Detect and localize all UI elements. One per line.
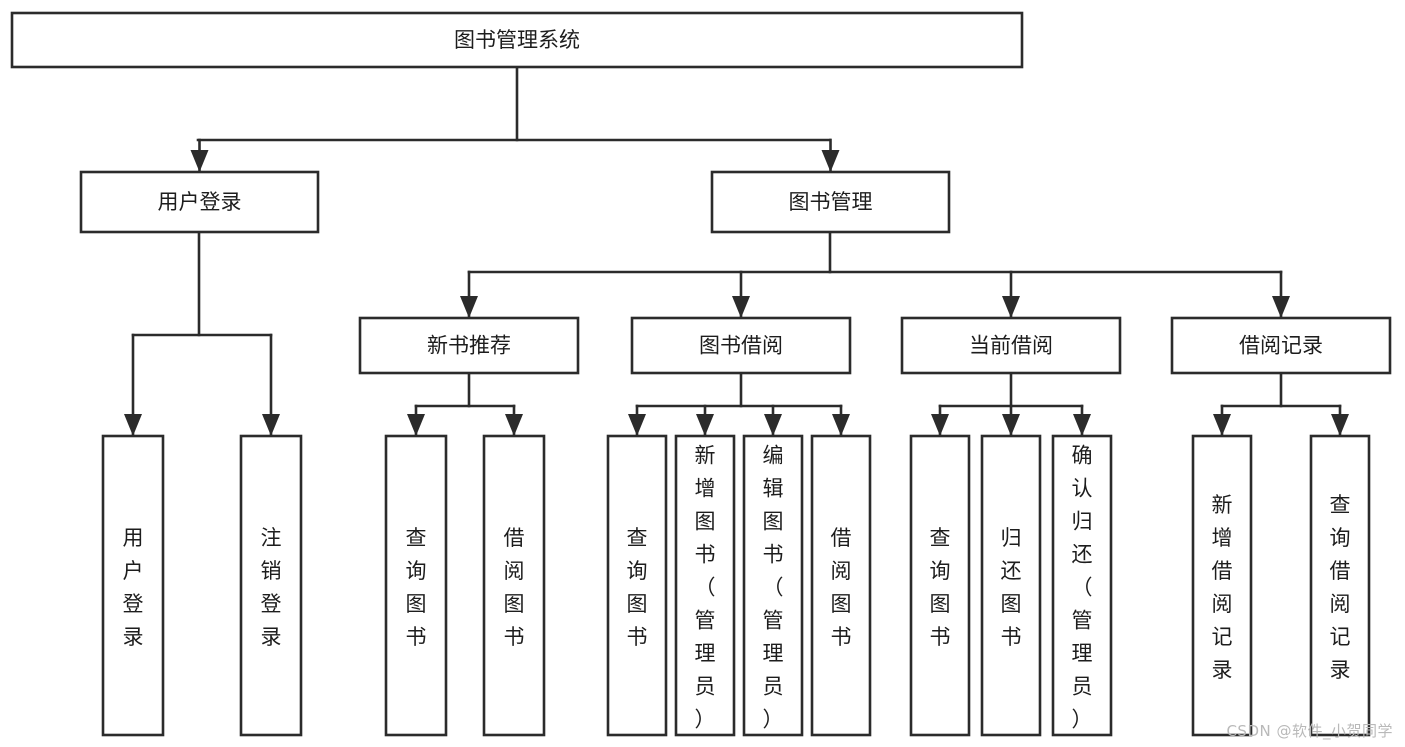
node-root-0[interactable]: 图书管理系统 bbox=[10, 11, 1024, 69]
node-leaf-1[interactable]: 注销登录 bbox=[239, 434, 303, 737]
node-leaf-12[interactable]: 查询借阅记录 bbox=[1309, 434, 1371, 737]
node-box[interactable] bbox=[1191, 434, 1253, 737]
current-bus-arrow-0 bbox=[931, 414, 949, 436]
node-box[interactable] bbox=[742, 434, 804, 737]
node-box[interactable] bbox=[101, 434, 165, 737]
node-leaf-6[interactable]: 编辑图书（管理员） bbox=[742, 434, 804, 737]
borrow-bus-arrow-3 bbox=[832, 414, 850, 436]
node-leaf-3[interactable]: 借阅图书 bbox=[482, 434, 546, 737]
login-bus-arrow-0 bbox=[124, 414, 142, 436]
node-box[interactable] bbox=[384, 434, 448, 737]
current-bus-arrow-1 bbox=[1002, 414, 1020, 436]
node-level2-0[interactable]: 用户登录 bbox=[79, 170, 320, 234]
borrow-bus-arrow-1 bbox=[696, 414, 714, 436]
watermark-label: CSDN @软件_小贺同学 bbox=[1226, 722, 1393, 740]
node-label: 查询借阅记录 bbox=[1330, 493, 1351, 682]
node-leaf-9[interactable]: 归还图书 bbox=[980, 434, 1042, 737]
node-box[interactable] bbox=[1170, 316, 1392, 375]
newbook-bus-arrow-1 bbox=[505, 414, 523, 436]
newbook-bus-arrow-0 bbox=[407, 414, 425, 436]
node-level2-1[interactable]: 图书管理 bbox=[710, 170, 951, 234]
manage-bus-arrow-0 bbox=[460, 296, 478, 318]
node-box[interactable] bbox=[482, 434, 546, 737]
nodes-layer: 图书管理系统用户登录图书管理新书推荐图书借阅当前借阅借阅记录用户登录注销登录查询… bbox=[10, 11, 1392, 737]
record-bus-arrow-0 bbox=[1213, 414, 1231, 436]
node-box[interactable] bbox=[239, 434, 303, 737]
node-label: 图书管理 bbox=[789, 190, 873, 214]
node-level3-1[interactable]: 图书借阅 bbox=[630, 316, 852, 375]
node-box[interactable] bbox=[980, 434, 1042, 737]
root-bus-arrow-1 bbox=[821, 150, 840, 172]
node-leaf-11[interactable]: 新增借阅记录 bbox=[1191, 434, 1253, 737]
node-label: 新增借阅记录 bbox=[1212, 493, 1233, 682]
node-leaf-0[interactable]: 用户登录 bbox=[101, 434, 165, 737]
node-box[interactable] bbox=[810, 434, 872, 737]
node-level3-3[interactable]: 借阅记录 bbox=[1170, 316, 1392, 375]
node-box[interactable] bbox=[909, 434, 971, 737]
node-leaf-5[interactable]: 新增图书（管理员） bbox=[674, 434, 736, 737]
manage-bus-arrow-3 bbox=[1272, 296, 1290, 318]
node-label: 借阅记录 bbox=[1239, 334, 1323, 358]
node-leaf-4[interactable]: 查询图书 bbox=[606, 434, 668, 737]
node-leaf-8[interactable]: 查询图书 bbox=[909, 434, 971, 737]
current-bus-arrow-2 bbox=[1073, 414, 1091, 436]
node-box[interactable] bbox=[900, 316, 1122, 375]
node-box[interactable] bbox=[358, 316, 580, 375]
node-label: 当前借阅 bbox=[969, 334, 1053, 358]
node-level3-2[interactable]: 当前借阅 bbox=[900, 316, 1122, 375]
node-box[interactable] bbox=[1309, 434, 1371, 737]
node-label: 图书管理系统 bbox=[454, 28, 580, 52]
connectors-layer bbox=[124, 65, 1349, 436]
node-box[interactable] bbox=[630, 316, 852, 375]
node-label: 图书借阅 bbox=[699, 334, 783, 358]
node-level3-0[interactable]: 新书推荐 bbox=[358, 316, 580, 375]
login-bus-arrow-1 bbox=[262, 414, 280, 436]
node-box[interactable] bbox=[606, 434, 668, 737]
node-box[interactable] bbox=[674, 434, 736, 737]
borrow-bus-arrow-0 bbox=[628, 414, 646, 436]
node-box[interactable] bbox=[710, 170, 951, 234]
node-label: 确认归还（管理员） bbox=[1072, 444, 1093, 732]
node-label: 编辑图书（管理员） bbox=[763, 444, 784, 732]
node-label: 新书推荐 bbox=[427, 334, 511, 358]
node-box[interactable] bbox=[79, 170, 320, 234]
root-bus-arrow-0 bbox=[190, 150, 209, 172]
node-label: 用户登录 bbox=[158, 190, 242, 214]
node-label: 借阅图书 bbox=[504, 526, 525, 649]
node-box[interactable] bbox=[1051, 434, 1113, 737]
manage-bus-arrow-1 bbox=[732, 296, 750, 318]
node-box[interactable] bbox=[10, 11, 1024, 69]
node-label: 注销登录 bbox=[261, 526, 282, 649]
node-label: 用户登录 bbox=[123, 526, 144, 649]
node-leaf-7[interactable]: 借阅图书 bbox=[810, 434, 872, 737]
node-label: 查询图书 bbox=[406, 526, 427, 649]
node-leaf-2[interactable]: 查询图书 bbox=[384, 434, 448, 737]
node-label: 归还图书 bbox=[1001, 526, 1022, 649]
node-label: 查询图书 bbox=[627, 526, 648, 649]
borrow-bus-arrow-2 bbox=[764, 414, 782, 436]
node-label: 借阅图书 bbox=[831, 526, 852, 649]
node-label: 查询图书 bbox=[930, 526, 951, 649]
node-leaf-10[interactable]: 确认归还（管理员） bbox=[1051, 434, 1113, 737]
node-label: 新增图书（管理员） bbox=[695, 444, 716, 732]
manage-bus-arrow-2 bbox=[1002, 296, 1020, 318]
record-bus-arrow-1 bbox=[1331, 414, 1349, 436]
